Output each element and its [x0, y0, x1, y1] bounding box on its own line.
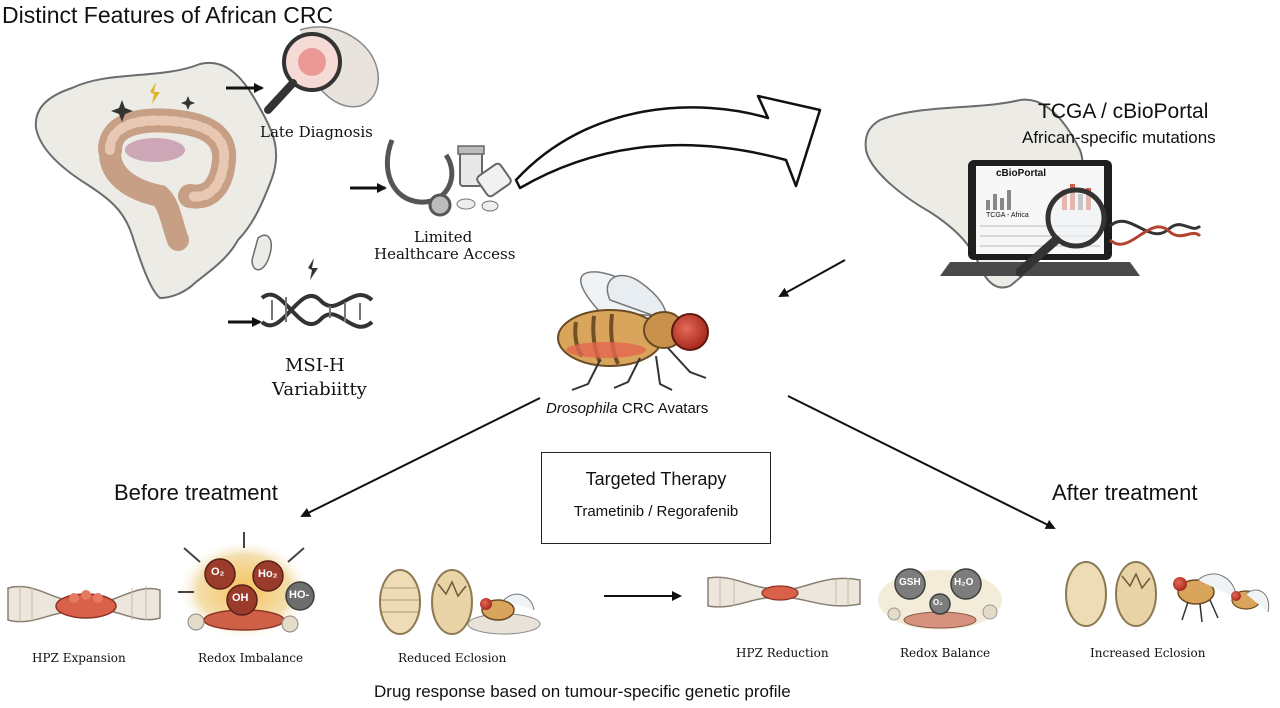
- caption-hpz-expansion: HPZ Expansion: [32, 651, 126, 665]
- magnifier-colon-icon: [264, 26, 379, 114]
- label-msi-line2: Variabiitty: [272, 379, 367, 400]
- hpz-reduction-illustration: [707, 576, 861, 608]
- label-healthcare-line1: Limited: [414, 228, 473, 246]
- hpz-expansion-illustration: [7, 585, 161, 623]
- screen-table-label: TCGA - Africa: [986, 212, 1029, 219]
- page-title: Distinct Features of African CRC: [2, 2, 334, 28]
- arrow-to-after: [787, 395, 1056, 529]
- redox-imbalance-illustration: [178, 532, 315, 640]
- ros-bubble-4: HO-: [289, 589, 310, 601]
- caption-redox-balance: Redox Balance: [900, 646, 991, 660]
- therapy-title: Targeted Therapy: [585, 469, 727, 489]
- big-curved-arrow: [514, 94, 822, 190]
- caption-reduced-eclosion: Reduced Eclosion: [398, 651, 507, 665]
- stethoscope-pills-icon: [384, 139, 512, 217]
- redox-balance-illustration: [878, 568, 1002, 630]
- database-subtitle: African-specific mutations: [1022, 128, 1216, 147]
- database-title: TCGA / cBioPortal: [1038, 100, 1209, 123]
- arrow-to-before: [300, 397, 541, 517]
- antioxidant-bubble-1: GSH: [899, 577, 921, 588]
- dna-helix-right-icon: [1108, 219, 1202, 246]
- after-treatment-label: After treatment: [1052, 480, 1198, 505]
- avatars-italic: Drosophila: [546, 400, 618, 417]
- ros-bubble-3: OH: [232, 592, 249, 604]
- caption-hpz-reduction: HPZ Reduction: [736, 646, 829, 660]
- africa-map-illustration: [34, 61, 278, 300]
- caption-increased-eclosion: Increased Eclosion: [1090, 646, 1206, 660]
- therapy-drugs: Trametinib / Regorafenib: [573, 503, 739, 520]
- ros-bubble-2: Ho₂: [258, 568, 278, 580]
- avatars-label: Drosophila CRC Avatars: [546, 400, 708, 417]
- arrow-to-avatars: [778, 259, 846, 297]
- therapy-box: Targeted Therapy Trametinib / Regorafeni…: [541, 452, 771, 544]
- before-treatment-label: Before treatment: [114, 480, 278, 505]
- label-msi-line1: MSI-H: [285, 355, 345, 376]
- magnifier-icon: [1015, 187, 1107, 277]
- antioxidant-bubble-2: H₂O: [954, 577, 974, 588]
- screen-header: cBioPortal: [996, 168, 1047, 179]
- avatars-rest: CRC Avatars: [617, 400, 709, 417]
- ros-bubble-1: O₂: [211, 566, 225, 578]
- label-late-diagnosis: Late Diagnosis: [260, 123, 373, 141]
- caption-redox-imbalance: Redox Imbalance: [198, 651, 304, 665]
- antioxidant-bubble-3: O₂: [933, 598, 943, 607]
- footer-caption: Drug response based on tumour-specific g…: [374, 682, 791, 701]
- increased-eclosion-illustration: [1065, 561, 1270, 627]
- label-healthcare-line2: Healthcare Access: [374, 245, 516, 263]
- sparkle-icon: [111, 82, 195, 122]
- feature-arrows: [226, 83, 387, 327]
- colon-illustration: [98, 108, 237, 251]
- drosophila-fly-illustration: [557, 271, 709, 391]
- reduced-eclosion-illustration: [379, 569, 541, 635]
- dna-helix-icon: [260, 258, 374, 329]
